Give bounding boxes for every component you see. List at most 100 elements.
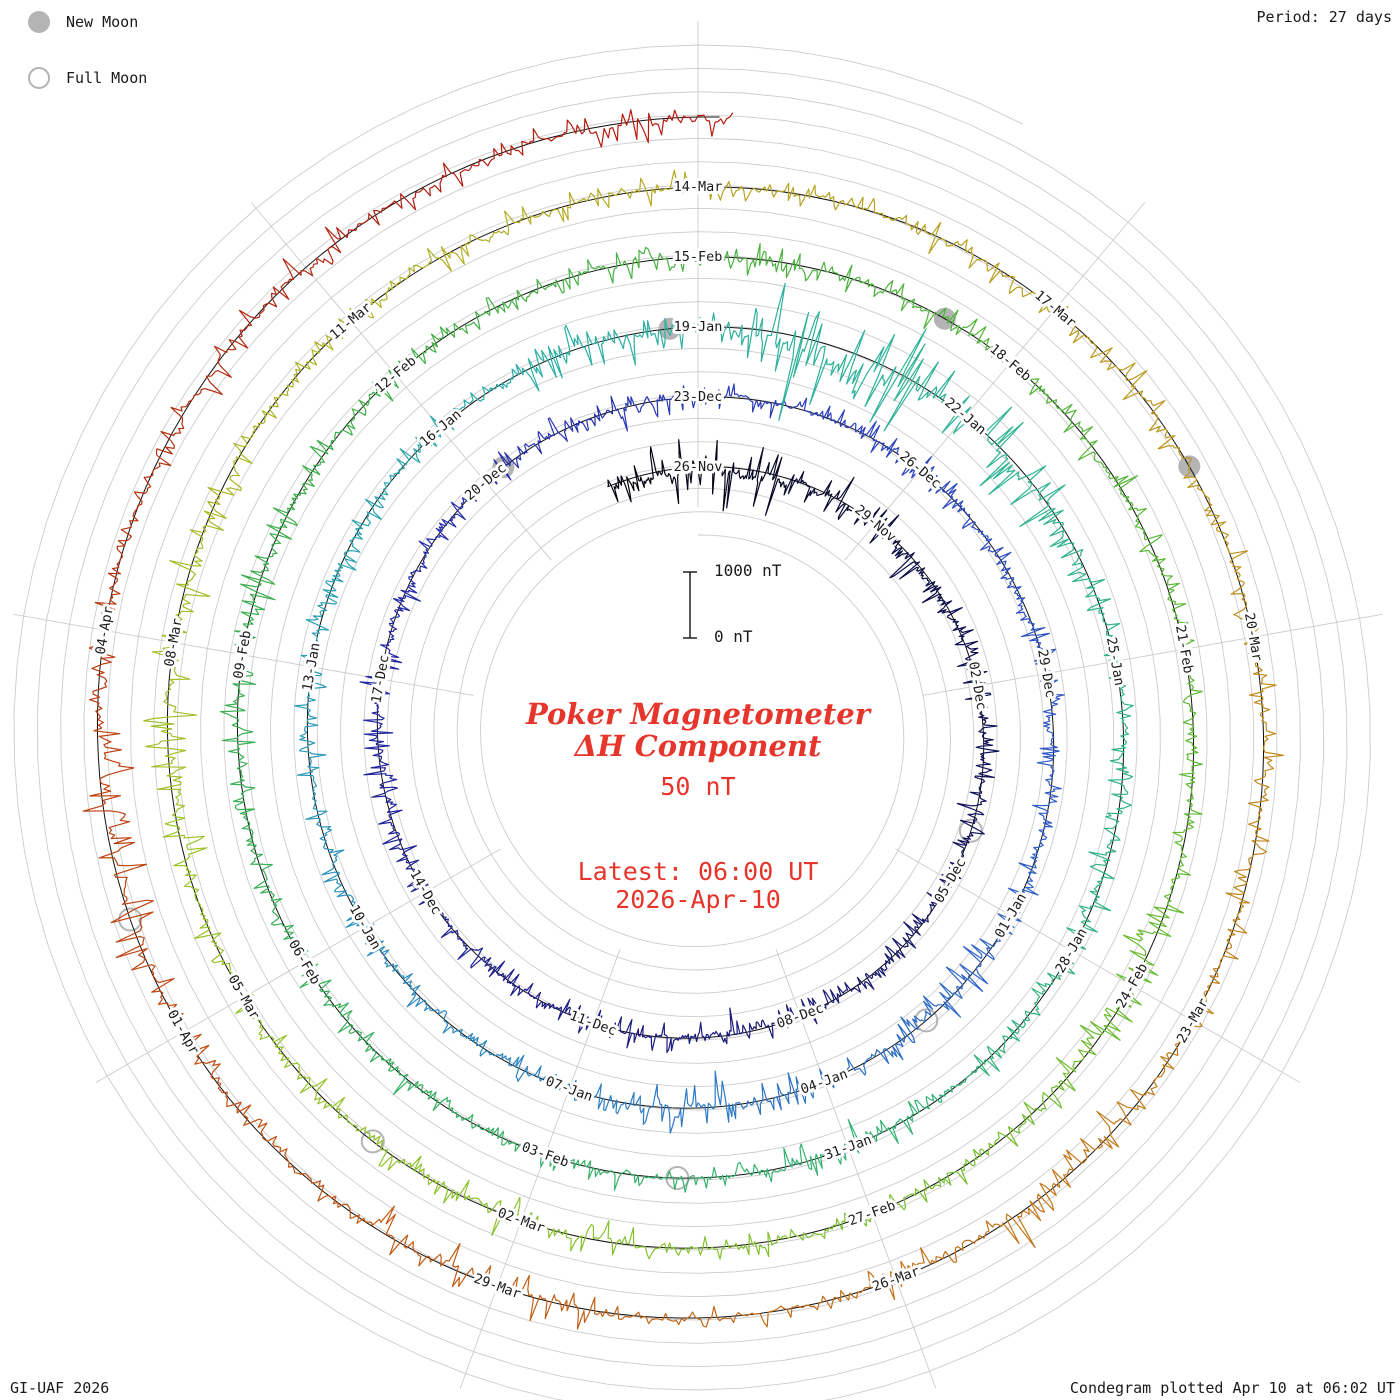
trace-segment [238, 226, 342, 349]
trace-segment [522, 252, 633, 303]
date-label: 19-Jan [674, 319, 723, 335]
date-label: 01-Apr [164, 1007, 202, 1057]
trace-segment [683, 1007, 755, 1045]
trace-segment [631, 1166, 738, 1193]
trace-segment [974, 721, 1000, 791]
trace-segment [1088, 765, 1134, 864]
chart-scale-text: 50 nT [660, 772, 736, 801]
chart-title-line1: Poker Magnetometer [526, 697, 870, 731]
full-moon-icon [28, 67, 50, 89]
trace-segment [997, 1138, 1113, 1249]
date-label: 05-Dec [931, 856, 969, 906]
date-label: 26-Nov [674, 459, 723, 475]
date-label: 29-Mar [472, 1271, 523, 1303]
trace-segment [726, 447, 791, 516]
trace-segment [607, 446, 669, 503]
trace-segment [321, 840, 362, 928]
trace-segment [742, 242, 855, 293]
trace-segment [879, 913, 929, 972]
trace-segment [440, 206, 565, 272]
trace-segment [1066, 863, 1115, 956]
trace-segment [334, 493, 386, 575]
trace-segment [363, 767, 403, 845]
date-label: 23-Dec [674, 389, 723, 405]
trace-segment [561, 169, 689, 222]
trace-segment [471, 1265, 603, 1330]
date-label: 18-Feb [986, 341, 1034, 385]
trace-segment [937, 596, 979, 657]
date-label: 14-Dec [406, 867, 444, 917]
plotted-timestamp-label: Condegram plotted Apr 10 at 06:02 UT [1069, 1379, 1395, 1397]
date-label: 14-Mar [674, 179, 723, 195]
trace-segment [853, 276, 960, 332]
trace-segment [1244, 643, 1285, 777]
trace-segment [82, 727, 136, 866]
trace-segment [222, 733, 256, 842]
trace-segment [562, 1079, 650, 1125]
trace-segment [246, 840, 294, 943]
trace-segment [871, 1220, 998, 1301]
trace-segment [300, 574, 344, 663]
trace-segment [521, 324, 609, 392]
trace-segment [1072, 573, 1124, 667]
date-label: 02-Mar [496, 1205, 547, 1237]
date-label: 04-Jan [799, 1066, 850, 1098]
trace-segment [854, 420, 932, 479]
trace-segment [382, 415, 446, 496]
trace-segment [350, 1029, 437, 1101]
trace-segment [359, 616, 403, 693]
trace-segment [541, 998, 612, 1039]
grid-spoke [844, 202, 1146, 561]
trace-segment [1118, 488, 1180, 595]
trace-segment [462, 118, 602, 172]
trace-segment [258, 1023, 346, 1119]
trace-segment [293, 661, 327, 753]
trace-segment [921, 466, 980, 531]
trace-segment [869, 328, 972, 434]
date-label: 08-Dec [775, 1000, 826, 1032]
trace-segment [363, 691, 394, 769]
trace-segment [406, 993, 488, 1057]
trace-segment [955, 318, 1049, 399]
trace-segment [615, 385, 696, 432]
trace-segment [1108, 665, 1134, 766]
date-label: 20-Dec [462, 460, 510, 504]
trace-segment [753, 997, 822, 1039]
full-moon-marker [118, 907, 143, 932]
trace-segment [952, 789, 987, 857]
trace-segment [1146, 400, 1215, 517]
trace-segment [840, 1096, 930, 1161]
trace-segment [162, 791, 208, 916]
date-label: 31-Jan [823, 1132, 874, 1164]
trace-segment [290, 942, 354, 1035]
trace-segment [926, 856, 964, 917]
trace-segment [240, 519, 293, 625]
full-moon-marker [360, 1129, 385, 1154]
trace-segment [1006, 954, 1076, 1042]
trace-segment [819, 966, 886, 1010]
trace-segment [558, 1220, 680, 1260]
trace-segment [894, 982, 963, 1048]
date-label: 15-Feb [674, 249, 723, 265]
chart-title-line2: ΔH Component [574, 729, 822, 763]
grid-spoke [922, 613, 1383, 696]
trace-segment [242, 1114, 350, 1208]
grid-spoke [95, 848, 501, 1083]
trace-segment [667, 439, 730, 512]
trace-segment [189, 429, 256, 546]
trace-segment [389, 838, 437, 908]
trace-segment [977, 529, 1026, 602]
trace-segment [479, 1050, 564, 1091]
period-label: Period: 27 days [1256, 8, 1392, 26]
trace-segment [443, 1179, 560, 1239]
trace-segment [338, 248, 444, 339]
trace-segment [787, 471, 855, 520]
trace-segment [1210, 514, 1260, 645]
trace-segment [1015, 600, 1057, 679]
trace-segment [348, 1205, 473, 1288]
latest-time-label: Latest: 06:00 UT [577, 857, 819, 886]
date-label: 17-Mar [1031, 287, 1079, 331]
trace-segment [336, 162, 464, 240]
